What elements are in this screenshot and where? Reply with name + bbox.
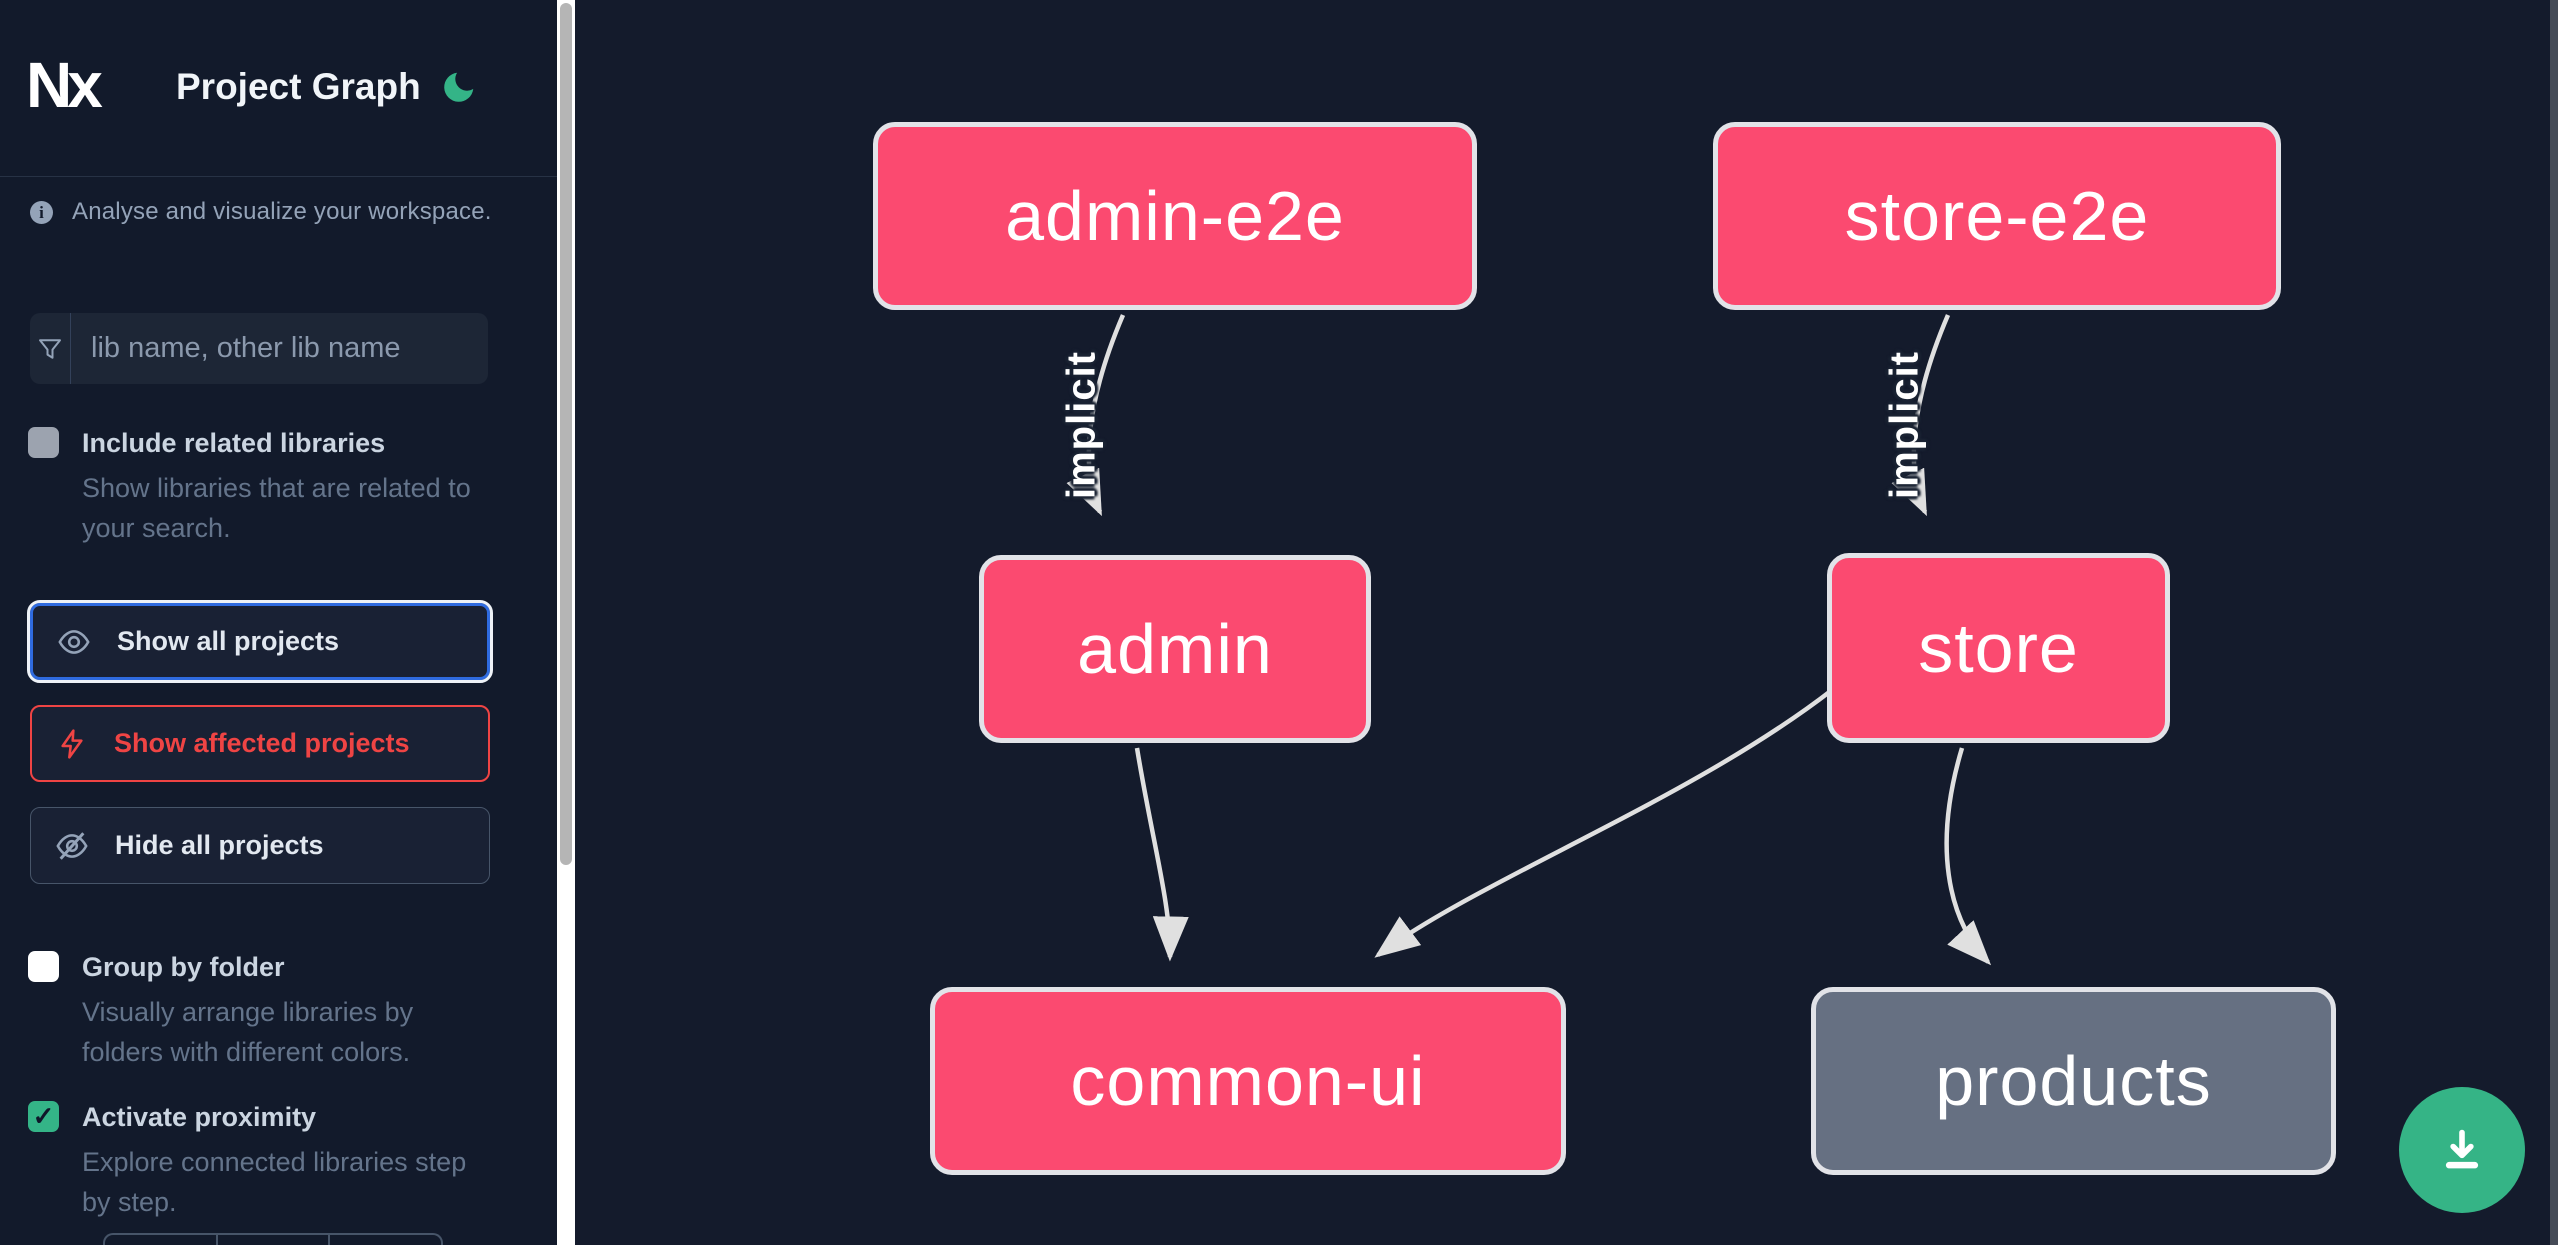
info-text: Analyse and visualize your workspace. [72,198,492,225]
window-scrollbar[interactable] [2550,0,2558,1245]
checkbox-description: Explore connected libraries step by step… [82,1147,467,1217]
show-affected-projects-button[interactable]: Show affected projects [30,705,490,782]
eye-off-icon [56,831,88,860]
stepper-increment[interactable] [330,1235,441,1245]
sidebar-header: Nx Project Graph [0,0,558,177]
sidebar-scrollbar[interactable] [557,0,575,1245]
download-graph-button[interactable] [2399,1087,2525,1213]
activate-proximity-checkbox[interactable]: ✓ [28,1101,59,1132]
graph-node-store-e2e[interactable]: store-e2e [1713,122,2281,310]
button-label: Show all projects [117,626,340,656]
sidebar: Nx Project Graph i Analyse and visualize… [0,0,558,1245]
graph-node-store[interactable]: store [1827,553,2170,743]
sidebar-scrollbar-thumb[interactable] [560,3,572,865]
include-related-libraries-checkbox[interactable] [28,427,59,458]
search-input[interactable] [71,313,488,384]
graph-node-products[interactable]: products [1811,987,2336,1175]
stepper-decrement[interactable] [105,1235,218,1245]
stepper-value [218,1235,331,1245]
search-bar [30,313,488,384]
filter-icon [30,313,71,384]
checkbox-label: Activate proximity [82,1102,317,1132]
workspace-info: i Analyse and visualize your workspace. [30,198,530,226]
checkbox-description: Visually arrange libraries by folders wi… [82,997,414,1067]
page-title: Project Graph [176,66,421,107]
checkbox-label: Include related libraries [82,428,386,458]
hide-all-projects-button[interactable]: Hide all projects [30,807,490,884]
edge-label-implicit: implicit [1059,350,1104,500]
graph-node-common-ui[interactable]: common-ui [930,987,1566,1175]
info-icon: i [30,200,53,224]
group-by-folder-checkbox[interactable] [28,951,59,982]
checkbox-description: Show libraries that are related to your … [82,473,471,543]
edge-label-implicit: implicit [1882,350,1927,500]
nx-logo: Nx [26,49,103,121]
checkbox-label: Group by folder [82,952,285,982]
eye-icon [58,629,90,654]
button-label: Hide all projects [115,830,324,860]
theme-toggle-moon-icon[interactable] [440,68,478,106]
graph-node-admin[interactable]: admin [979,555,1371,743]
show-all-projects-button[interactable]: Show all projects [27,600,493,683]
lightning-bolt-icon [61,728,83,759]
download-icon [2445,1129,2479,1169]
proximity-stepper[interactable] [103,1233,443,1245]
button-label: Show affected projects [114,728,410,758]
graph-node-admin-e2e[interactable]: admin-e2e [873,122,1477,310]
